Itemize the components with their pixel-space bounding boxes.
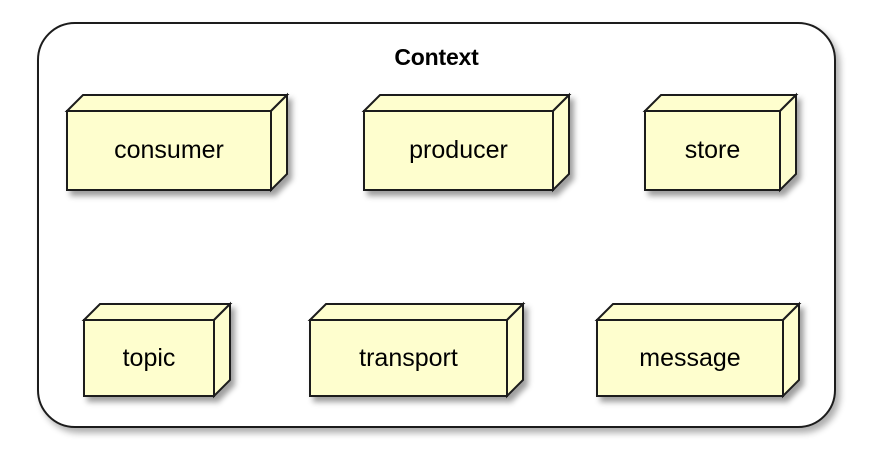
node-topic[interactable]: topic [81, 301, 233, 399]
node-producer[interactable]: producer [361, 92, 572, 193]
node-shape-producer [361, 92, 572, 193]
node-message[interactable]: message [594, 301, 802, 399]
node-shape-store [642, 92, 799, 193]
node-consumer[interactable]: consumer [64, 92, 290, 193]
node-shape-topic [81, 301, 233, 399]
node-shape-message [594, 301, 802, 399]
node-shape-consumer [64, 92, 290, 193]
node-store[interactable]: store [642, 92, 799, 193]
node-shape-transport [307, 301, 526, 399]
node-transport[interactable]: transport [307, 301, 526, 399]
package-title: Context [394, 44, 479, 70]
